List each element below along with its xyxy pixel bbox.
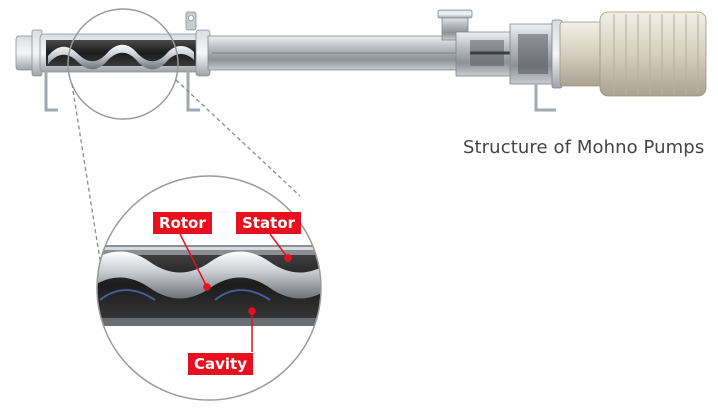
rotor-shape xyxy=(97,251,321,299)
cavity-label: Cavity xyxy=(188,353,253,375)
outlet-port xyxy=(437,9,473,41)
pump-assembly xyxy=(15,9,707,112)
small-rotor xyxy=(48,44,194,70)
magnifier-circle-small xyxy=(67,8,179,120)
stator-label: Stator xyxy=(236,212,301,234)
inlet-flange xyxy=(15,35,35,71)
label-pointers xyxy=(179,233,292,352)
magnifier-circle-large xyxy=(96,175,322,401)
support-feet xyxy=(44,70,556,112)
magnifier-connector xyxy=(71,79,301,286)
rotor-label: Rotor xyxy=(153,212,212,234)
diagram-caption: Structure of Mohno Pumps xyxy=(463,137,705,158)
motor xyxy=(559,11,707,97)
